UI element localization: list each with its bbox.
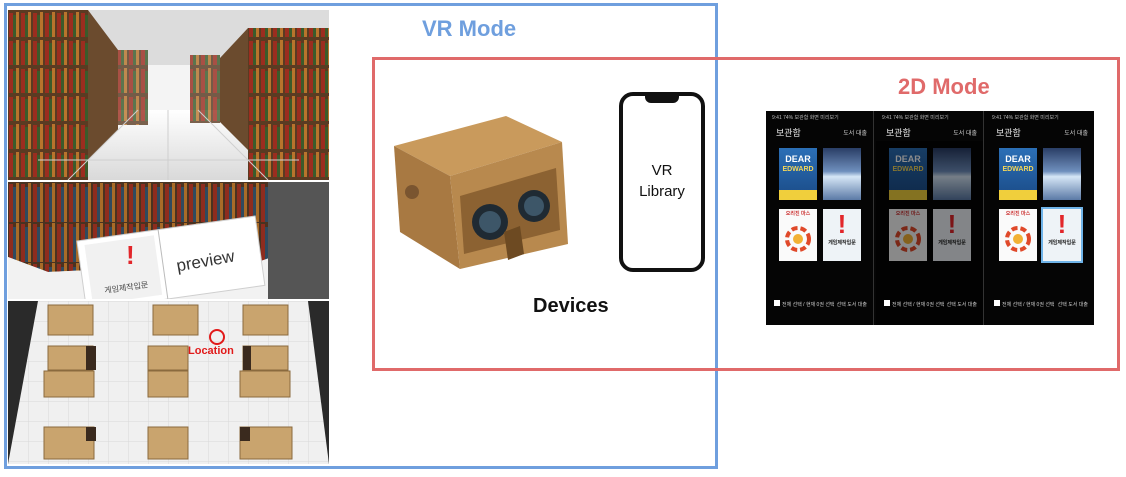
select-all-label: 전체 선택 / 현재 0권 선택	[1002, 302, 1055, 308]
book-cover[interactable]	[933, 148, 971, 200]
location-marker-icon	[209, 329, 225, 345]
book-cover[interactable]: DEAR EDWARD	[779, 148, 817, 200]
select-all-checkbox[interactable]	[884, 300, 890, 306]
screen-library-2: 9:41 74% 보관함 화면 미리보기 보관함 도서 대출 DEAR EDWA…	[876, 111, 984, 325]
location-label: Location	[188, 345, 234, 357]
vr-location-map-image: Location	[8, 301, 329, 464]
status-text: 9:41 74% 보관함 화면 미리보기	[992, 115, 1059, 121]
vr-mode-title: VR Mode	[422, 16, 517, 41]
book-cover-selected[interactable]: ! 게임제작입문	[1041, 207, 1083, 263]
book-cover[interactable]: DEAR EDWARD	[889, 148, 927, 200]
loan-action-button[interactable]: 도서 대출	[953, 131, 977, 137]
loan-selected-button[interactable]: 선택 도서 대출	[1057, 302, 1088, 308]
book-cover[interactable]	[1043, 148, 1081, 200]
select-all-label: 전체 선택 / 현재 0권 선택	[892, 302, 945, 308]
loan-action-button[interactable]: 도서 대출	[1064, 131, 1088, 137]
loan-selected-button[interactable]: 선택 도서 대출	[946, 302, 977, 308]
devices-label: Devices	[533, 295, 609, 317]
select-all-label: 전체 선택 / 현재 0권 선택	[782, 302, 835, 308]
vr-preview-image: ! 게임제작입문 preview	[8, 182, 329, 299]
select-all-checkbox[interactable]	[994, 300, 1000, 306]
loan-selected-button[interactable]: 선택 도서 대출	[836, 302, 867, 308]
screen-library-3: 9:41 74% 보관함 화면 미리보기 보관함 도서 대출 DEAR EDWA…	[986, 111, 1094, 325]
loan-action-button[interactable]: 도서 대출	[843, 131, 867, 137]
book-cover[interactable]: 오리진 마스	[999, 209, 1037, 261]
smartphone-icon: VR Library	[619, 92, 705, 272]
dim-overlay	[876, 141, 983, 325]
screen-title: 보관함	[996, 128, 1021, 138]
2d-mode-title: 2D Mode	[898, 74, 990, 99]
book-cover[interactable]: ! 게임제작입문	[933, 209, 971, 261]
status-text: 9:41 74% 보관함 화면 미리보기	[772, 115, 839, 121]
2d-mode-frame	[372, 57, 1120, 371]
screen-library-1: 9:41 74% 보관함 화면 미리보기 보관함 도서 대출 DEAR EDWA…	[766, 111, 874, 325]
book-cover[interactable]: ! 게임제작입문	[823, 209, 861, 261]
screen-title: 보관함	[776, 128, 801, 138]
svg-text:!: !	[126, 240, 135, 270]
book-cover[interactable]	[823, 148, 861, 200]
book-cover[interactable]: 오리진 마스	[779, 209, 817, 261]
book-cover[interactable]: 오리진 마스	[889, 209, 927, 261]
phone-screen-text: VR Library	[639, 162, 685, 200]
status-text: 9:41 74% 보관함 화면 미리보기	[882, 115, 949, 121]
2d-mode-screens: 9:41 74% 보관함 화면 미리보기 보관함 도서 대출 DEAR EDWA…	[766, 111, 1094, 325]
cardboard-viewer-icon	[386, 104, 582, 284]
phone-notch	[645, 94, 679, 103]
select-all-checkbox[interactable]	[774, 300, 780, 306]
vr-library-corridor-image	[8, 10, 329, 180]
book-cover[interactable]: DEAR EDWARD	[999, 148, 1037, 200]
vr-mode-frame	[4, 3, 718, 469]
screen-title: 보관함	[886, 128, 911, 138]
